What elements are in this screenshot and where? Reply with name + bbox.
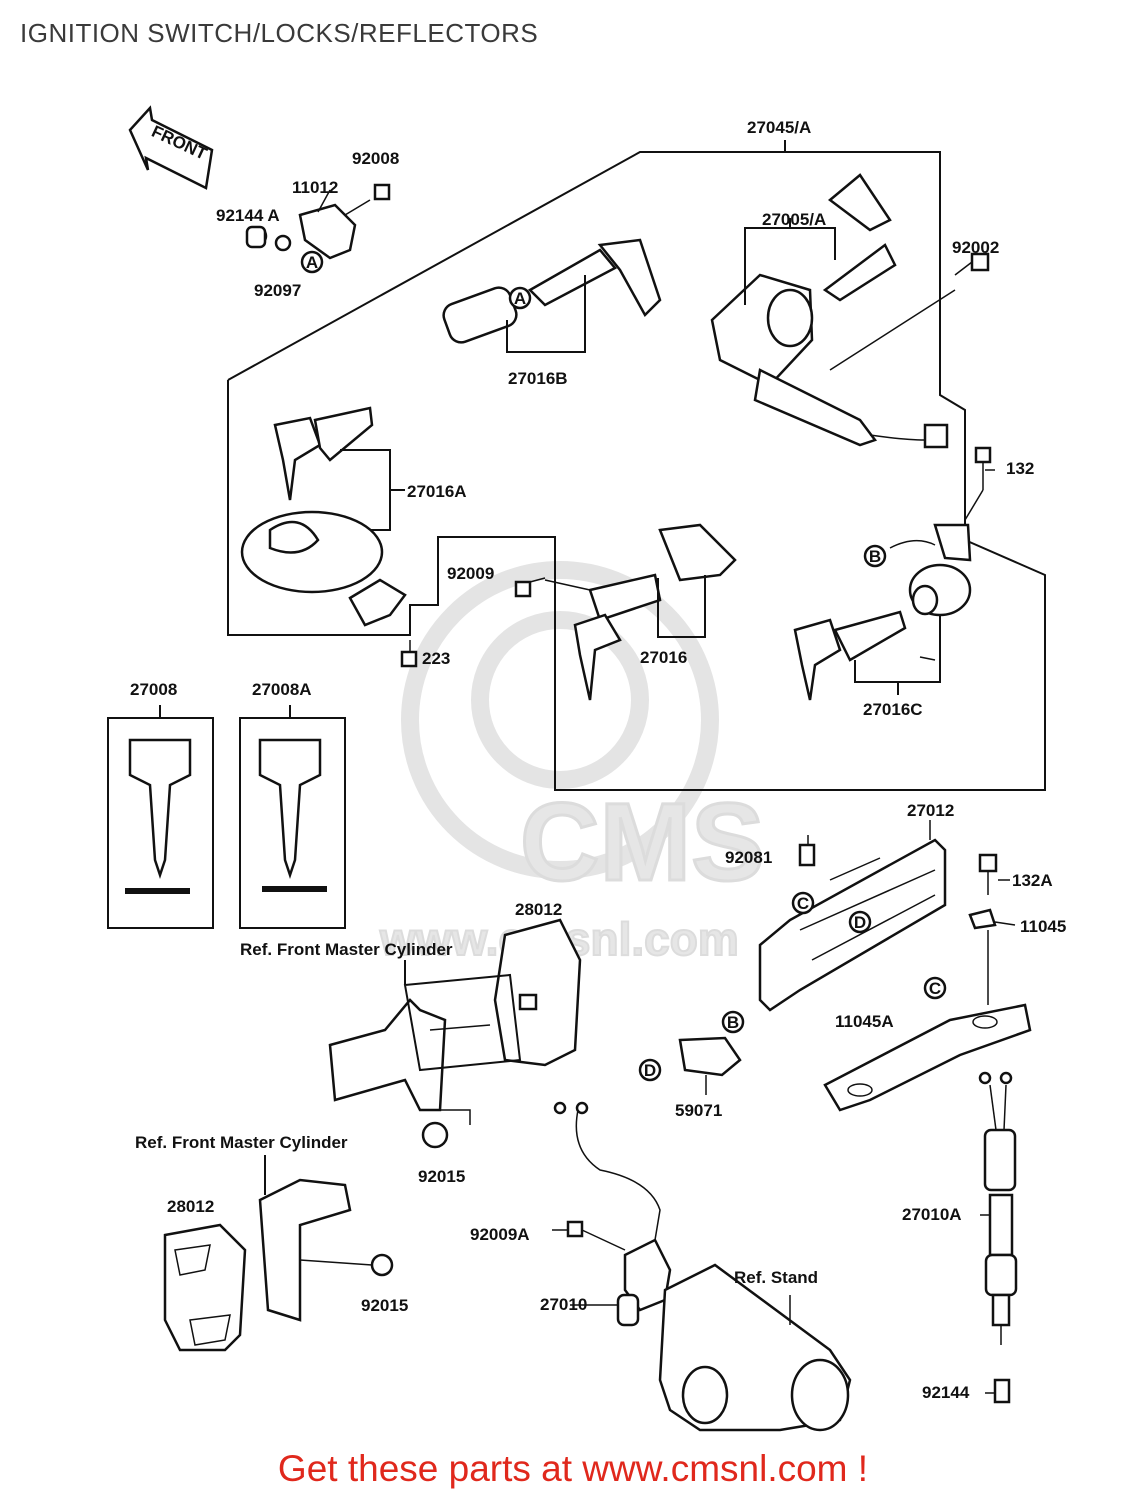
- front-arrow: FRONT: [128, 105, 214, 190]
- callout-B-label: B: [727, 1013, 739, 1032]
- bracket-27012: [758, 820, 998, 1012]
- seat-lock-27016: [544, 523, 737, 701]
- label-92097: 92097: [254, 281, 301, 300]
- label-223: 223: [422, 649, 450, 668]
- label-27045A: 27045/A: [747, 118, 811, 137]
- label-27010: 27010: [540, 1295, 587, 1314]
- callout-A-label: A: [514, 289, 526, 308]
- key-tag-27008: [107, 705, 214, 929]
- lock-parts-upper-left: [245, 183, 391, 260]
- label-ref-front-master-cylinder-2: Ref. Front Master Cylinder: [135, 1133, 348, 1152]
- leader-lines: [552, 469, 1016, 1394]
- label-ref-stand: Ref. Stand: [734, 1268, 818, 1287]
- callout-B-label: B: [869, 547, 881, 566]
- switch-27010A: [978, 1071, 1018, 1404]
- watermark-logo: CMS: [520, 781, 764, 904]
- switch-59071: [678, 1036, 742, 1095]
- label-27016B: 27016B: [508, 369, 568, 388]
- watermark: CMS www.cmsnl.com: [378, 561, 766, 966]
- callout-C-1: C: [791, 891, 815, 915]
- label-11012: 11012: [292, 178, 338, 197]
- lock-27016B: [442, 238, 662, 353]
- sidestand-switch-27010: [553, 1101, 852, 1432]
- label-92008: 92008: [352, 149, 399, 168]
- callout-C-label: C: [797, 894, 809, 913]
- nut-92015-upper: [421, 1109, 471, 1149]
- label-11045: 11045: [1020, 917, 1066, 936]
- label-28012-lower: 28012: [167, 1197, 214, 1216]
- label-92081: 92081: [725, 848, 772, 867]
- label-28012-upper: 28012: [515, 900, 562, 919]
- label-27010A: 27010A: [902, 1205, 962, 1224]
- label-11045A: 11045A: [835, 1012, 894, 1031]
- label-92015-upper: 92015: [418, 1167, 465, 1186]
- label-27008A: 27008A: [252, 680, 312, 699]
- label-92002: 92002: [952, 238, 999, 257]
- label-27016: 27016: [640, 648, 687, 667]
- label-132: 132: [1006, 459, 1034, 478]
- label-27005A: 27005/A: [762, 210, 826, 229]
- reflector-28012-upper: [328, 918, 582, 1112]
- callout-D-1: D: [848, 910, 872, 934]
- label-27016A: 27016A: [407, 482, 467, 501]
- callout-D-2: D: [638, 1058, 662, 1082]
- label-27016C: 27016C: [863, 700, 923, 719]
- callout-A-2: A: [508, 286, 532, 310]
- assembly-outline-27045A: [227, 140, 1046, 791]
- label-92009: 92009: [447, 564, 494, 583]
- reflector-28012-lower: [163, 1155, 394, 1352]
- part-labels: 27045/A 92008 11012 92144 A 92097 27005/…: [130, 118, 1066, 1402]
- callout-A-1: A: [300, 250, 324, 274]
- label-132A: 132A: [1012, 871, 1053, 890]
- ignition-switch-27005A: [710, 173, 949, 449]
- key-tag-27008A: [239, 705, 346, 929]
- label-92009A: 92009A: [470, 1225, 530, 1244]
- callout-C-2: C: [923, 976, 947, 1000]
- label-92015-lower: 92015: [361, 1296, 408, 1315]
- callout-D-label: D: [644, 1061, 656, 1080]
- footer-link-text[interactable]: Get these parts at www.cmsnl.com !: [277, 1448, 869, 1489]
- label-ref-front-master-cylinder-1: Ref. Front Master Cylinder: [240, 940, 453, 959]
- fuel-cap-27016A: [240, 406, 407, 627]
- callout-B-2: B: [721, 1010, 745, 1034]
- label-59071: 59071: [675, 1101, 722, 1120]
- label-27008: 27008: [130, 680, 177, 699]
- helmet-lock-27016C: [793, 446, 992, 701]
- callout-C-label: C: [929, 979, 941, 998]
- plate-11045A: [823, 930, 1032, 1112]
- diagram-title: IGNITION SWITCH/LOCKS/REFLECTORS: [20, 18, 539, 48]
- label-92144: 92144: [922, 1383, 970, 1402]
- callout-B-1: B: [863, 544, 887, 568]
- callout-D-label: D: [854, 913, 866, 932]
- screws-92009-223: [400, 577, 546, 668]
- label-92144A: 92144 A: [216, 206, 280, 225]
- callout-A-label: A: [306, 253, 318, 272]
- label-27012: 27012: [907, 801, 954, 820]
- bolt-92002: [829, 252, 990, 371]
